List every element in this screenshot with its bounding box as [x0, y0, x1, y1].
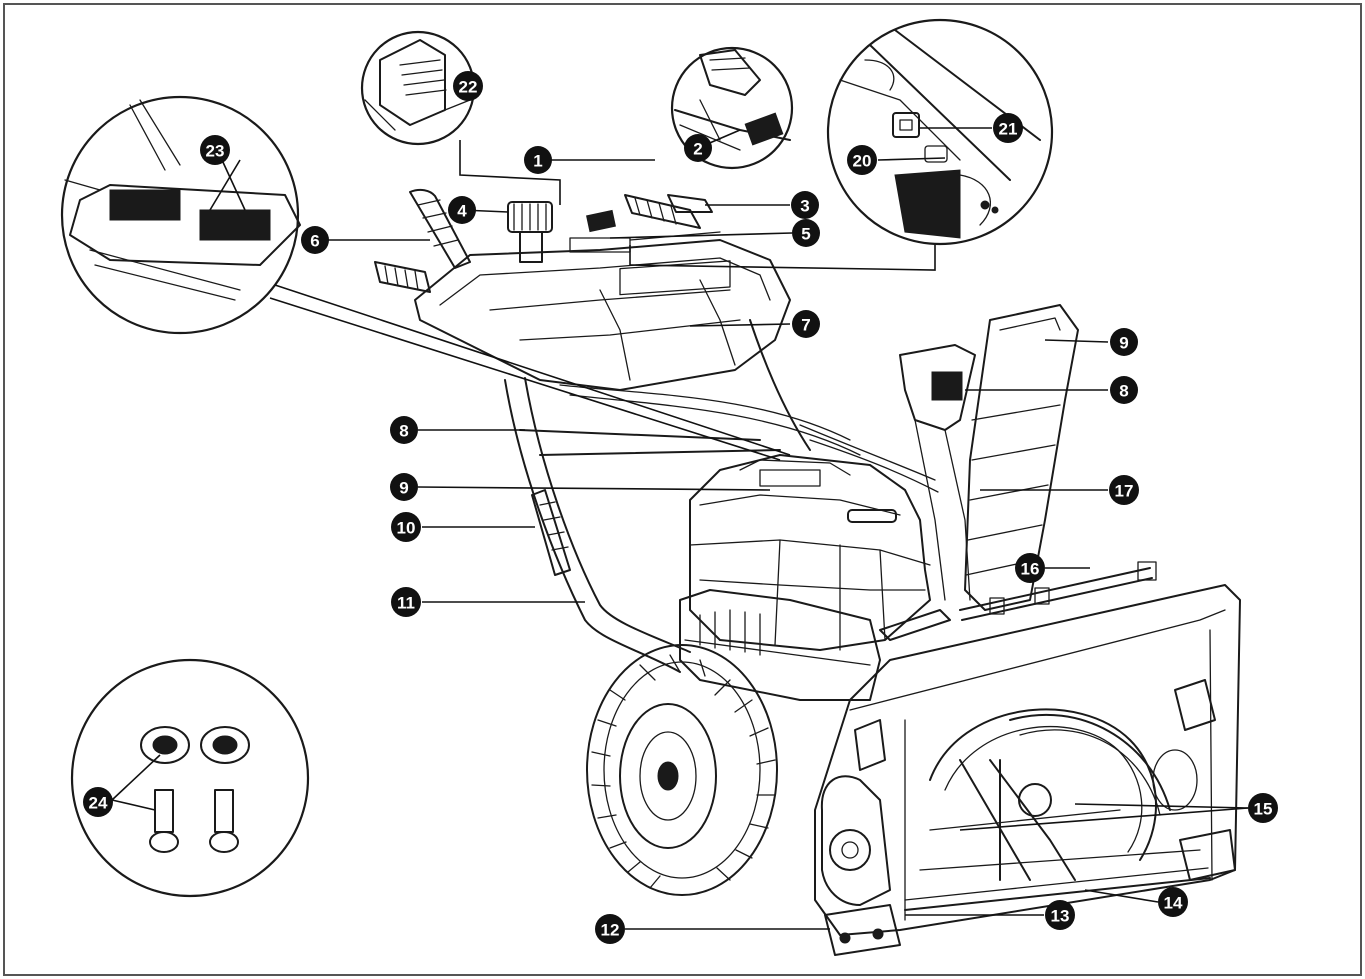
- svg-text:13: 13: [1051, 907, 1070, 926]
- svg-text:7: 7: [801, 316, 810, 335]
- callout-8-right: 8: [1110, 376, 1138, 404]
- callout-20: 20: [847, 145, 877, 175]
- detail-inset-20-21: [826, 18, 1054, 246]
- right-handle-grip: [624, 194, 713, 229]
- left-handle-grip: [374, 188, 471, 293]
- svg-text:2: 2: [693, 140, 702, 159]
- motor-housing: [689, 454, 931, 651]
- detail-inset-24: [70, 658, 310, 898]
- callout-5: 5: [792, 219, 820, 247]
- callout-9-right: 9: [1110, 328, 1138, 356]
- handle-frame: [504, 319, 939, 673]
- callout-22: 22: [453, 71, 483, 101]
- svg-text:23: 23: [206, 142, 225, 161]
- svg-text:8: 8: [399, 422, 408, 441]
- wheel: [586, 644, 778, 896]
- svg-text:9: 9: [1119, 334, 1128, 353]
- callout-11: 11: [391, 587, 421, 617]
- detail-inset-23: [60, 95, 301, 335]
- callout-21: 21: [993, 113, 1023, 143]
- callout-1: 1: [524, 146, 552, 174]
- chute-rod: [879, 561, 1157, 641]
- discharge-chute: [899, 304, 1079, 611]
- svg-text:9: 9: [399, 479, 408, 498]
- snow-blower-body: [374, 188, 1241, 956]
- handle-mounted-light: [531, 489, 571, 576]
- svg-text:12: 12: [601, 921, 620, 940]
- svg-text:4: 4: [457, 202, 467, 221]
- callout-8-left: 8: [390, 416, 418, 444]
- lower-housing: [679, 589, 881, 701]
- svg-text:15: 15: [1254, 800, 1273, 819]
- svg-text:16: 16: [1021, 560, 1040, 579]
- svg-text:20: 20: [853, 152, 872, 171]
- callout-15: 15: [1248, 793, 1278, 823]
- leader-lines: [111, 127, 1249, 930]
- callout-12: 12: [595, 914, 625, 944]
- callout-bubbles: 1 2 3 4 5 6 7 8 8 9 9 10 11 12 13 14 15 …: [83, 71, 1278, 944]
- chute-control-knob: [507, 201, 553, 263]
- callout-13: 13: [1045, 900, 1075, 930]
- callout-17: 17: [1109, 475, 1139, 505]
- callout-7: 7: [792, 310, 820, 338]
- auger-housing: [814, 584, 1241, 956]
- svg-text:10: 10: [397, 519, 416, 538]
- svg-text:11: 11: [397, 594, 415, 613]
- callout-24: 24: [83, 787, 113, 817]
- callout-10: 10: [391, 512, 421, 542]
- svg-text:8: 8: [1119, 382, 1128, 401]
- callout-6: 6: [301, 226, 329, 254]
- svg-text:14: 14: [1164, 894, 1183, 913]
- callout-4: 4: [448, 196, 476, 224]
- svg-text:6: 6: [310, 232, 319, 251]
- control-console: [414, 239, 791, 391]
- svg-text:22: 22: [459, 78, 478, 97]
- svg-text:24: 24: [89, 794, 108, 813]
- callout-14: 14: [1158, 887, 1188, 917]
- callout-3: 3: [791, 191, 819, 219]
- svg-text:17: 17: [1115, 482, 1134, 501]
- callout-23: 23: [200, 135, 230, 165]
- svg-text:3: 3: [800, 197, 809, 216]
- callout-16: 16: [1015, 553, 1045, 583]
- callout-9-left: 9: [390, 473, 418, 501]
- callout-2: 2: [684, 134, 712, 162]
- svg-text:21: 21: [999, 120, 1018, 139]
- page-frame: [3, 3, 1362, 976]
- svg-text:1: 1: [533, 152, 542, 171]
- svg-text:5: 5: [801, 225, 810, 244]
